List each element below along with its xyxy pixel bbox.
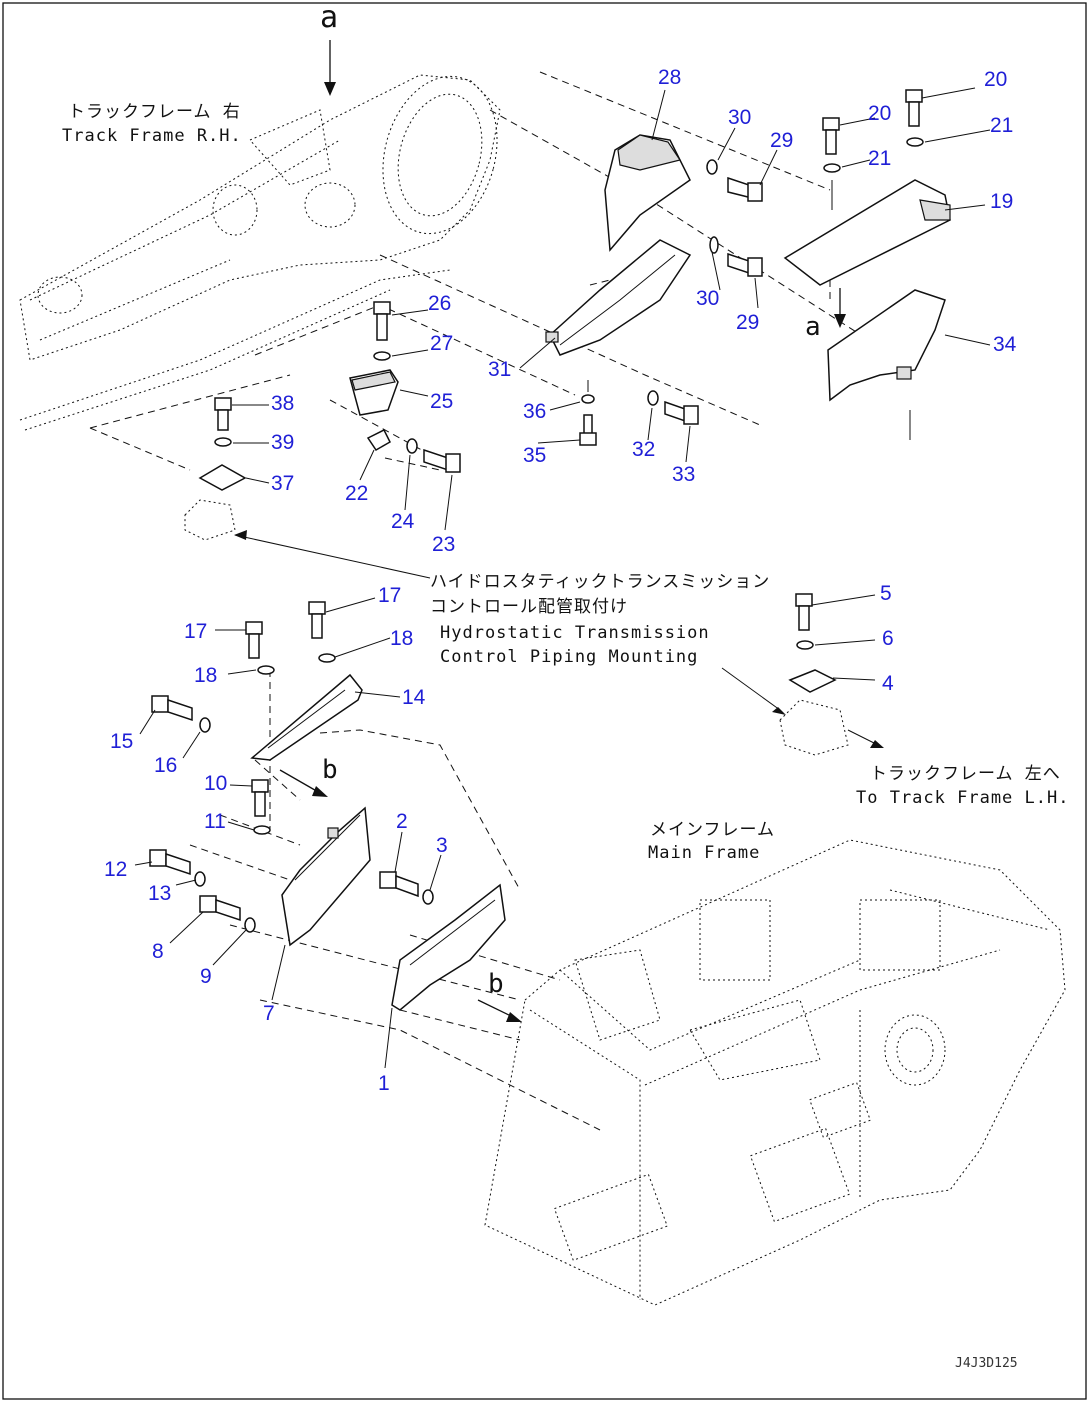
callout-9: 9 [200,965,212,988]
part-26-bolt [373,301,391,361]
main-frame-label-en: Main Frame [648,843,760,863]
callout-16: 16 [154,754,177,777]
view-arrow-b-upper: b [279,755,338,797]
callout-17-left: 17 [184,620,207,643]
track-frame-rh-sketch [19,74,501,431]
callout-26: 26 [428,292,451,315]
callout-19: 19 [990,190,1013,213]
callout-28: 28 [658,66,681,89]
callout-27: 27 [430,332,453,355]
callout-30-lower: 30 [696,287,719,310]
callout-20-right: 20 [984,68,1007,91]
main-frame-sketch [484,839,1066,1306]
part-34-cover [827,289,946,440]
callout-5: 5 [880,582,892,605]
track-frame-lh-label-en: To Track Frame L.H. [856,788,1069,808]
part-33-bolt [647,390,699,425]
part-29-bolt-lower [709,236,763,277]
callout-25: 25 [430,390,453,413]
callout-39: 39 [271,431,294,454]
track-frame-rh-label-ja: トラックフレーム 右 [68,102,241,122]
part-14-plate [250,673,363,761]
part-1-plate [391,883,506,1011]
hst-caption-ja-1: ハイドロスタティックトランスミッション [430,572,770,592]
hst-caption-en-1: Hydrostatic Transmission [440,623,710,643]
part-7-plate [281,806,371,947]
part-28-cover [604,134,691,252]
view-arrow-b-lower: b [477,969,522,1022]
callout-30-upper: 30 [728,106,751,129]
callout-numbers: 1 2 3 4 5 6 7 8 9 10 11 12 13 14 15 16 1… [104,66,1017,1095]
callout-21-right: 21 [990,114,1013,137]
callout-37: 37 [271,472,294,495]
view-letter-b-upper: b [322,755,338,785]
callout-36: 36 [523,400,546,423]
callout-8: 8 [152,940,164,963]
part-12-13-bolt [149,849,206,887]
part-15-16-bolt [151,695,211,733]
part-35-bolt [579,380,597,446]
callout-13: 13 [148,882,171,905]
view-arrow-a-top: a [320,0,338,96]
callout-22: 22 [345,482,368,505]
callout-32: 32 [632,438,655,461]
part-10-11-hardware [251,779,271,835]
callout-3: 3 [436,834,448,857]
track-frame-lh-label-ja: トラックフレーム 左へ [870,764,1061,784]
part-29-bolt-upper [706,159,763,202]
hst-leader [234,530,431,579]
callout-1: 1 [378,1072,390,1095]
hst-caption-ja-2: コントロール配管取付け [430,597,628,617]
view-letter-a-right: a [805,312,821,342]
callout-11: 11 [204,810,226,833]
callout-18-left: 18 [194,664,217,687]
hst-caption-en-2: Control Piping Mounting [440,647,698,667]
part-25-clamp [349,369,399,416]
callout-15: 15 [110,730,133,753]
view-letter-a: a [320,0,338,35]
callout-21-left: 21 [868,147,891,170]
callout-7: 7 [263,1002,275,1025]
part-2-3-bolt [379,871,434,905]
callout-10: 10 [204,772,227,795]
callout-18-right: 18 [390,627,413,650]
track-frame-rh-label-en: Track Frame R.H. [62,126,242,146]
callout-29-lower: 29 [736,311,759,334]
part-4-5-6-hardware [721,593,884,756]
callout-35: 35 [523,444,546,467]
callout-24: 24 [391,510,415,533]
callout-4: 4 [882,672,894,695]
part-19-cover [783,179,951,286]
part-37-38-39-hardware [184,397,247,541]
callout-17-right: 17 [378,584,401,607]
callout-6: 6 [882,627,894,650]
main-frame-label-ja: メインフレーム [650,820,775,840]
part-8-9-bolt [199,895,256,933]
part-20-bolts [822,89,924,210]
callout-29-upper: 29 [770,129,793,152]
view-arrow-a-right: a [805,288,846,342]
callout-34: 34 [993,333,1017,356]
part-17-bolts [245,601,336,675]
part-31-bracket [545,239,692,356]
callout-2: 2 [396,810,408,833]
callout-12: 12 [104,858,127,881]
callout-20-left: 20 [868,102,891,125]
callout-33: 33 [672,463,695,486]
part-22-23-24-hardware [366,428,461,473]
callout-31: 31 [488,358,511,381]
callout-leaders [134,87,991,1069]
callout-38: 38 [271,392,294,415]
view-letter-b-lower: b [488,969,504,999]
drawing-code: J4J3D125 [955,1356,1018,1371]
callout-23: 23 [432,533,455,556]
callout-14: 14 [402,686,426,709]
